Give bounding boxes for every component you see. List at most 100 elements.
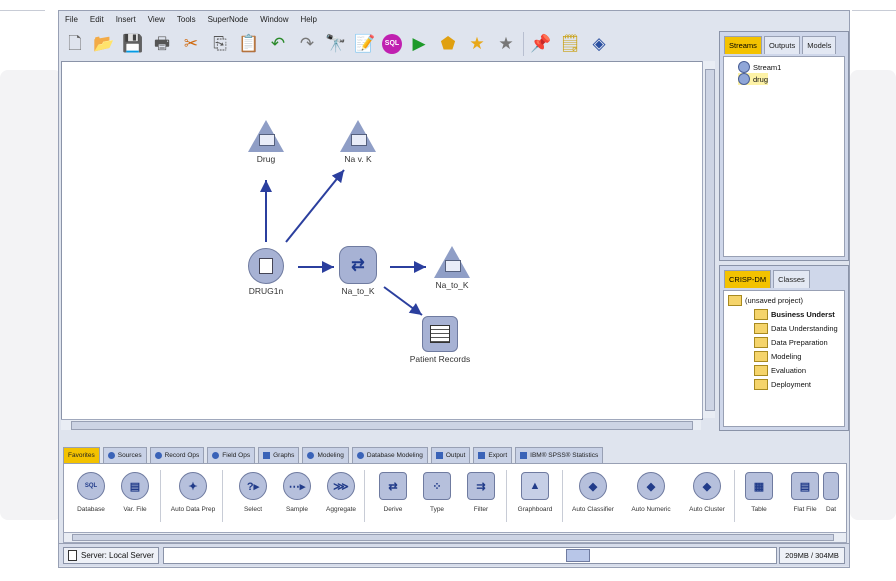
var-file-icon: ▤ [121,472,149,500]
palette-node-sample[interactable]: ⋯▸Sample [270,472,324,513]
tab-graphs[interactable]: Graphs [258,447,300,463]
node-na-to-k-derive[interactable]: ⇄ Na_to_K [318,246,398,296]
scroll-thumb[interactable] [705,69,715,411]
cut-icon[interactable]: ✂ [183,34,199,53]
node-patient-records[interactable]: Patient Records [400,316,480,364]
tab-models[interactable]: Models [802,36,837,54]
menu-supernode[interactable]: SuperNode [207,14,249,24]
select-icon: ?▸ [239,472,267,500]
field-ops-tab-label: Field Ops [222,452,251,459]
palette-node-flat-file[interactable]: ▤Flat File [778,472,832,513]
sources-tab-label: Sources [117,452,142,459]
palette-node-auto-cluster[interactable]: ◆Auto Cluster [680,472,734,513]
palette-node-auto-data-prep[interactable]: ✦Auto Data Prep [166,472,220,513]
stream-item-active[interactable]: drug [738,73,769,85]
find-icon[interactable]: 🔭 [325,34,347,53]
open-folder-icon[interactable]: 📂 [93,34,115,53]
print-icon[interactable]: 🖶 [153,34,171,53]
server-indicator[interactable]: Server: Local Server [63,547,159,564]
tab-outputs[interactable]: Outputs [763,36,801,54]
node-links [260,169,426,316]
tab-field-ops[interactable]: Field Ops [207,447,256,463]
menu-help[interactable]: Help [300,14,317,24]
tab-favorites[interactable]: Favorites [63,447,100,463]
auto-numeric-icon: ◆ [637,472,665,500]
crisp-item[interactable]: Deployment [754,379,811,390]
stream-item[interactable]: Stream1 [738,61,781,73]
streams-panel: Streams Outputs Models Stream1 drug [719,31,849,261]
tab-database-modeling[interactable]: Database Modeling [351,447,428,463]
palette-node-label: Auto Classifier [572,506,614,513]
copy-icon[interactable]: ⎘ [213,34,227,53]
crisp-item[interactable]: Evaluation [754,365,806,376]
save-icon[interactable]: 💾 [122,34,144,53]
palette-separator [222,470,223,522]
star-add-icon[interactable]: ★ [469,34,485,53]
menu-file[interactable]: File [65,14,78,24]
comment-icon[interactable]: 🗒 [559,34,581,53]
crisp-item[interactable]: Business Underst [754,309,835,320]
tab-output[interactable]: Output [430,447,471,463]
canvas-vertical-scrollbar[interactable] [702,61,715,418]
node-na-v-k[interactable]: Na v. K [318,120,398,164]
palette-node-graphboard[interactable]: ▲Graphboard [508,472,562,513]
palette-node-filter[interactable]: ⇉Filter [454,472,508,513]
folder-icon [728,295,742,306]
palette-node-type[interactable]: ⁘Type [410,472,464,513]
paste-icon[interactable]: 📋 [238,34,260,53]
scroll-thumb[interactable] [72,534,834,541]
help-icon[interactable]: ◈ [592,34,606,53]
tab-classes[interactable]: Classes [773,270,810,288]
folder-icon [754,337,768,348]
menu-window[interactable]: Window [260,14,289,24]
palette-node-var-file[interactable]: ▤Var. File [108,472,162,513]
palette-scrollbar[interactable] [63,532,847,543]
menu-insert[interactable]: Insert [115,14,136,24]
edit-stream-icon[interactable]: 📝 [354,34,376,53]
crisp-tabs: CRISP-DM Classes [720,266,848,288]
menu-view[interactable]: View [147,14,165,24]
tab-streams[interactable]: Streams [724,36,762,54]
canvas-horizontal-scrollbar[interactable] [61,419,701,430]
crisp-item-label: Deployment [771,380,812,389]
data-file-icon [823,472,839,500]
project-root[interactable]: (unsaved project) [728,295,803,306]
sql-icon[interactable]: SQL [382,34,402,54]
modeling-icon [307,452,315,459]
graphs-icon [263,452,271,459]
tab-sources[interactable]: Sources [102,447,147,463]
palette-node-aggregate[interactable]: ⋙Aggregate [314,472,368,513]
annotate-icon[interactable]: 📌 [530,34,552,53]
undo-icon[interactable]: ↶ [270,34,286,53]
menu-tools[interactable]: Tools [176,14,196,24]
stream-canvas[interactable]: Drug Na v. K DRUG1n ⇄ Na_to_K Na_to_K Pa… [61,61,703,420]
run-icon[interactable]: ▶ [412,34,426,53]
node-drug1n[interactable]: DRUG1n [226,248,306,296]
menu-edit[interactable]: Edit [89,14,104,24]
palette-node-table[interactable]: ▦Table [732,472,786,513]
palette-node-auto-numeric[interactable]: ◆Auto Numeric [624,472,678,513]
run-selection-icon[interactable]: ⬟ [440,34,456,53]
node-na-to-k-histogram[interactable]: Na_to_K [412,246,492,290]
tab-record-ops[interactable]: Record Ops [149,447,205,463]
redo-icon[interactable]: ↷ [299,34,315,53]
crisp-item[interactable]: Modeling [754,351,801,362]
palette-node-label: Filter [473,506,489,513]
palette-node-auto-classifier[interactable]: ◆Auto Classifier [566,472,620,513]
crisp-item[interactable]: Data Understanding [754,323,838,334]
new-icon[interactable]: 🗋 [68,34,82,53]
palette-node-derive[interactable]: ⇄Derive [366,472,420,513]
tab-modeling[interactable]: Modeling [302,447,349,463]
tab-export[interactable]: Export [473,447,513,463]
crisp-item[interactable]: Data Preparation [754,337,828,348]
database-icon: SQL [77,472,105,500]
tab-ibm-spss-statistics[interactable]: IBM® SPSS® Statistics [515,447,604,463]
tab-crisp-dm[interactable]: CRISP-DM [724,270,772,288]
node-drug[interactable]: Drug [226,120,306,164]
backdrop-left [0,70,62,520]
scroll-thumb[interactable] [71,421,693,430]
palette-node-dat[interactable]: Dat [816,472,846,513]
palette-node-select[interactable]: ?▸Select [226,472,280,513]
star-icon[interactable]: ★ [498,34,514,53]
